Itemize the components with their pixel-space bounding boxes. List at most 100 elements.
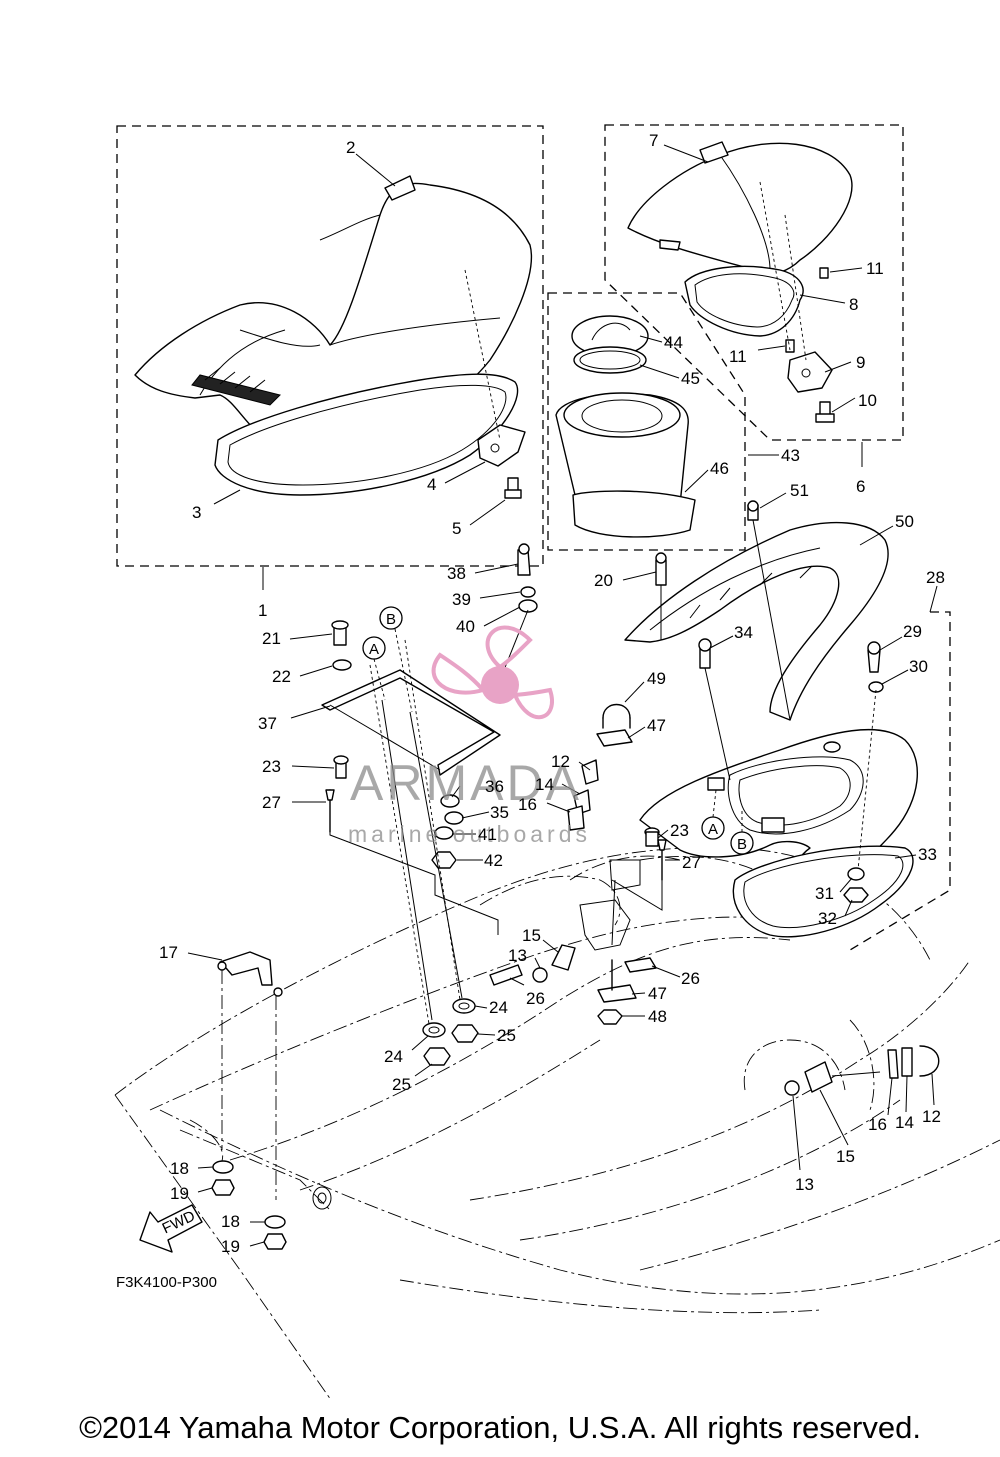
callout-30: 30 <box>909 657 928 676</box>
callout-20: 20 <box>594 571 613 590</box>
callout-51: 51 <box>790 481 809 500</box>
ref-a-label-2: A <box>708 821 718 838</box>
ref-marker-b-1 <box>379 606 403 630</box>
storage-bin-group <box>547 292 779 551</box>
callout-13b: 13 <box>795 1175 814 1194</box>
callout-15a: 15 <box>522 926 541 945</box>
callout-28: 28 <box>926 568 945 587</box>
front-seat-base <box>214 373 519 496</box>
callout-4: 4 <box>427 475 436 494</box>
seat-bracket-4 <box>477 424 526 467</box>
callout-19b: 19 <box>221 1237 240 1256</box>
support-bracket-17 <box>219 951 273 986</box>
callout-21: 21 <box>262 629 281 648</box>
rear-seat-body <box>627 142 853 275</box>
ref-b-label-1: B <box>386 611 396 628</box>
callout-16a: 16 <box>518 795 537 814</box>
callout-16b: 16 <box>868 1115 887 1134</box>
callout-22: 22 <box>272 667 291 686</box>
rear-hatch <box>639 729 918 881</box>
rear-hatch-group-box <box>849 611 951 951</box>
callout-44: 44 <box>664 333 683 352</box>
callout-47b: 47 <box>648 984 667 1003</box>
callout-45: 45 <box>681 369 700 388</box>
ref-a-label-1: A <box>369 641 379 658</box>
callout-8: 8 <box>849 295 858 314</box>
callout-15b: 15 <box>836 1147 855 1166</box>
left-mounting-pins <box>291 755 499 935</box>
hull-outline <box>114 847 1000 1400</box>
lock-plate <box>321 669 501 776</box>
front-seat-group-box <box>116 125 544 567</box>
callout-26b: 26 <box>681 969 700 988</box>
callout-41: 41 <box>478 825 497 844</box>
callout-47a: 47 <box>647 716 666 735</box>
rear-seat-group-box <box>604 124 904 441</box>
center-hinge-parts <box>489 681 681 1025</box>
reference-markers: A B A B <box>362 606 754 855</box>
front-seat-group <box>116 125 544 590</box>
copyright-notice: ©2014 Yamaha Motor Corporation, U.S.A. A… <box>79 1410 921 1445</box>
exploded-parts-diagram: A B A B FWD ARMADA marine outboards 2 3 … <box>114 124 1000 1400</box>
rear-deck-panel <box>624 521 889 721</box>
callout-2: 2 <box>346 138 355 157</box>
callout-40: 40 <box>456 617 475 636</box>
watermark-tagline: marine outboards <box>348 821 591 847</box>
callout-32: 32 <box>818 909 837 928</box>
callout-23a: 23 <box>262 757 281 776</box>
callout-27a: 27 <box>262 793 281 812</box>
callout-34: 34 <box>734 623 753 642</box>
rear-deck-panel-group <box>622 492 894 721</box>
callout-33: 33 <box>918 845 937 864</box>
lower-fasteners <box>187 951 496 1250</box>
rear-hatch-group <box>639 585 951 951</box>
callout-25b: 25 <box>392 1075 411 1094</box>
callout-9: 9 <box>856 353 865 372</box>
callout-12a: 12 <box>551 752 570 771</box>
cap-gasket <box>573 346 647 374</box>
hatch-gasket <box>732 845 914 938</box>
callout-37: 37 <box>258 714 277 733</box>
callout-50: 50 <box>895 512 914 531</box>
callout-31: 31 <box>815 884 834 903</box>
rear-seat-base <box>684 265 804 337</box>
callout-38: 38 <box>447 564 466 583</box>
callout-25a: 25 <box>497 1026 516 1045</box>
callout-27b: 27 <box>682 853 701 872</box>
callout-3: 3 <box>192 503 201 522</box>
seat-lock-plate-group <box>289 543 538 1031</box>
callout-49: 49 <box>647 669 666 688</box>
callout-42: 42 <box>484 851 503 870</box>
armada-watermark: ARMADA marine outboards <box>348 625 591 847</box>
callout-18b: 18 <box>221 1212 240 1231</box>
callout-7: 7 <box>649 131 658 150</box>
callout-10: 10 <box>858 391 877 410</box>
callout-5: 5 <box>452 519 461 538</box>
callout-36: 36 <box>485 777 504 796</box>
callout-19a: 19 <box>170 1184 189 1203</box>
callout-numbers: 2 3 4 5 1 7 11 8 11 9 10 6 44 45 46 43 5… <box>159 131 945 1256</box>
callout-14a: 14 <box>535 775 554 794</box>
callout-11a: 11 <box>866 259 884 278</box>
callout-17: 17 <box>159 943 178 962</box>
fwd-arrow: FWD <box>139 1204 203 1253</box>
callout-29: 29 <box>903 622 922 641</box>
callout-39: 39 <box>452 590 471 609</box>
ref-b-label-2: B <box>737 836 747 853</box>
callout-1: 1 <box>258 601 267 620</box>
callout-43: 43 <box>781 446 800 465</box>
diagram-code: F3K4100-P300 <box>116 1274 217 1291</box>
callout-13a: 13 <box>508 946 527 965</box>
callout-14b: 14 <box>895 1113 914 1132</box>
callout-26a: 26 <box>526 989 545 1008</box>
callout-18a: 18 <box>170 1159 189 1178</box>
callout-6: 6 <box>856 477 865 496</box>
storage-group-box <box>547 292 746 551</box>
callout-46: 46 <box>710 459 729 478</box>
rear-seat-group <box>604 124 904 467</box>
callout-23b: 23 <box>670 821 689 840</box>
callout-48: 48 <box>648 1007 667 1026</box>
callout-11b: 11 <box>729 347 747 366</box>
callout-24a: 24 <box>489 998 508 1017</box>
propeller-logo-icon <box>431 625 554 720</box>
